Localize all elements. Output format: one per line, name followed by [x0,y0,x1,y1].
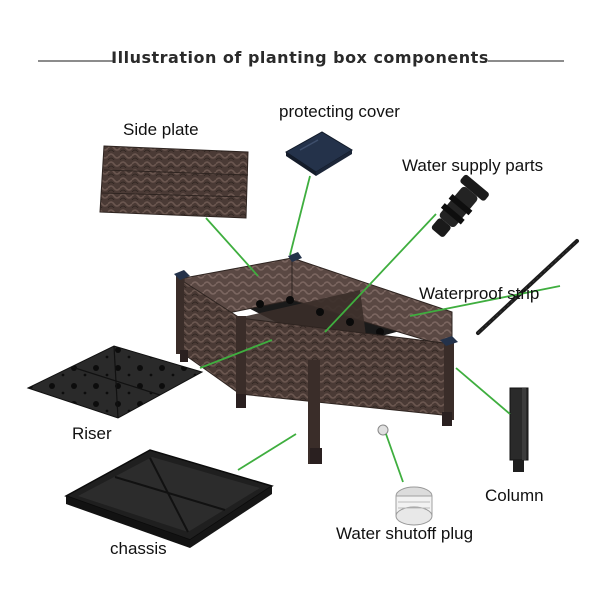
leader-shutoff-plug [385,433,404,483]
label-protecting-cover: protecting cover [279,102,400,121]
label-riser: Riser [72,424,112,443]
leader-chassis [237,433,297,471]
diagram-title: Illustration of planting box components [111,48,489,67]
leader-riser [199,339,273,369]
leader-protecting-cover [289,175,311,256]
planting-box-assembly [174,252,458,464]
leader-water-supply [324,213,437,333]
water-supply-part [431,174,489,237]
label-side-plate: Side plate [123,120,199,139]
protecting-cover-part [285,131,353,176]
riser-part [26,345,204,419]
label-chassis: chassis [110,539,167,558]
leader-lines [199,175,561,483]
title-rule-left [38,60,114,62]
water-shutoff-plug-part [395,486,433,526]
column-part [509,387,529,472]
title-rule-right [488,60,564,62]
leader-waterproof-strip [409,285,561,317]
leader-column [455,367,511,415]
waterproof-strip-part [476,239,579,335]
chassis-part [64,449,274,548]
label-column: Column [485,486,544,505]
label-water-supply-parts: Water supply parts [402,156,544,175]
label-water-shutoff-plug: Water shutoff plug [336,524,474,543]
leader-side-plate [205,217,259,277]
label-waterproof-strip: Waterproof strip [419,284,540,303]
side-plate-part [99,145,249,219]
